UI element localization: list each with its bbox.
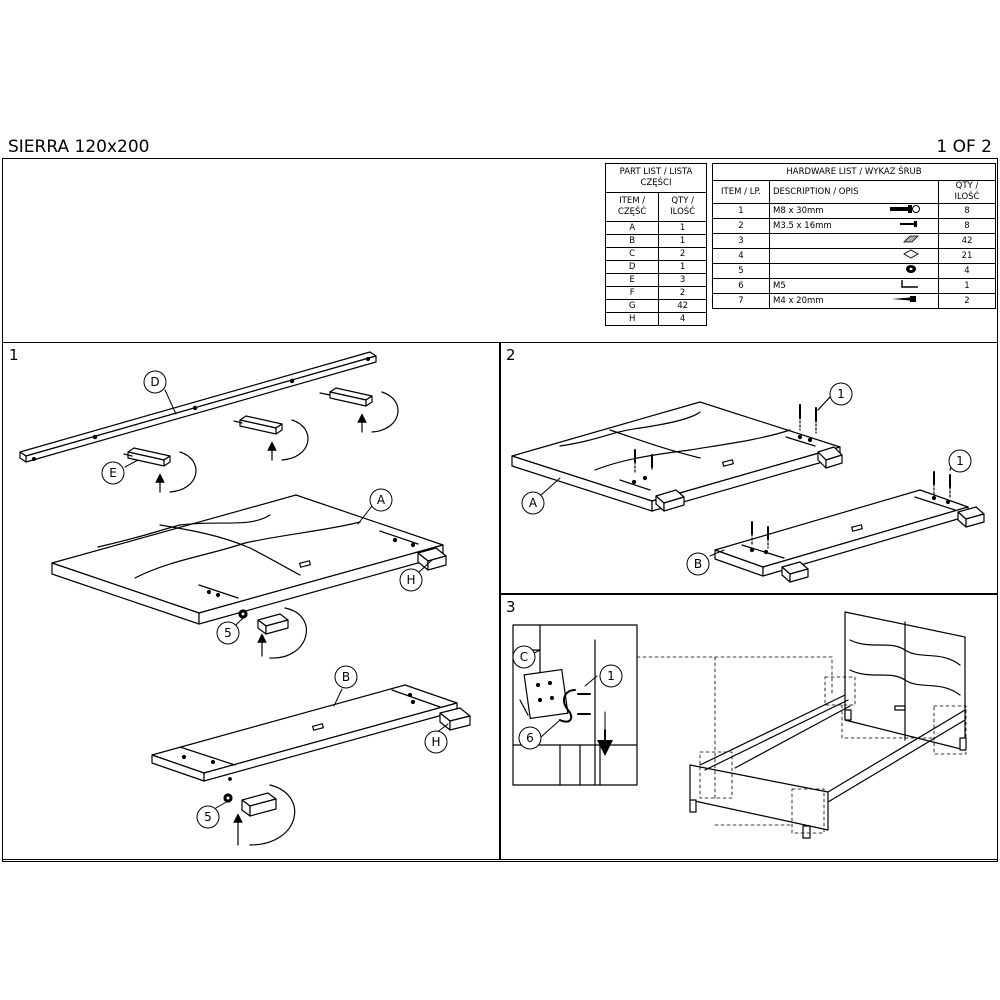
callout-5a: 5 [216,621,240,645]
hardware-list-table: HARDWARE LIST / WYKAZ ŚRUB ITEM / LP. DE… [712,163,996,309]
dashed-guides [636,656,967,834]
step-1-number: 1 [9,346,19,364]
callout-6: 6 [518,726,542,750]
step-3-panel [499,593,998,860]
callout-1b: 1 [948,449,972,473]
callout-5a-label: 5 [224,626,232,640]
bracket-e-1 [123,447,197,493]
callout-1a: 1 [829,382,853,406]
bracket-e-3 [319,387,399,433]
callout-e: E [101,461,125,485]
callout-e-label: E [109,466,117,480]
callout-b1-label: B [342,670,350,684]
step-3-number: 3 [506,598,516,616]
callout-1c-label: 1 [607,669,615,683]
callout-a2: A [521,491,545,515]
callout-1b-label: 1 [956,454,964,468]
table-row: 7 M4 x 20mm 2 [712,293,996,309]
hw-desc: M4 x 20mm [769,293,872,309]
headboard-panel-a [51,494,447,659]
callout-1a-label: 1 [837,387,845,401]
hw-item: 7 [712,293,770,309]
parts-col-qty: QTY / ILOŚĆ [658,192,707,222]
part-qty: 4 [658,312,707,326]
callout-1c: 1 [599,664,623,688]
callout-b2-label: B [694,557,702,571]
table-row: 4 21 [712,248,996,264]
callout-b1: B [334,665,358,689]
callout-c: C [512,645,536,669]
callout-5b: 5 [196,805,220,829]
parts-list-title: PART LIST / LISTA CZĘŚCI [605,163,707,193]
bracket-e-2 [233,415,309,461]
step2-panel-a [511,396,843,512]
table-row: 3 42 [712,233,996,249]
step-1-panel [2,342,501,860]
page-number: 1 OF 2 [936,137,992,157]
table-row: 2 M3.5 x 16mm 8 [712,218,996,234]
callout-c-label: C [520,650,528,664]
footboard-panel-b [151,684,471,846]
callout-a1: A [369,488,393,512]
callout-h1-label: H [406,573,415,587]
callout-h2: H [424,730,448,754]
table-row: 6 M5 1 [712,278,996,294]
parts-list-table: PART LIST / LISTA CZĘŚCI ITEM / CZĘŚĆ QT… [604,163,707,326]
table-row: 5 4 [712,263,996,279]
callout-6-label: 6 [526,731,534,745]
step-2-panel [499,342,998,595]
callout-5b-label: 5 [204,810,212,824]
callout-b2: B [686,552,710,576]
document-title: SIERRA 120x200 [8,137,150,157]
callout-a2-label: A [529,496,538,510]
wood-screw-icon [872,293,939,309]
hw-qty: 2 [938,293,996,309]
step2-panel-b [714,464,985,583]
callout-d-label: D [150,375,159,389]
step-2-number: 2 [506,346,516,364]
rail-d [19,351,377,463]
callout-h2-label: H [431,735,440,749]
hw-col-qty: QTY / ILOŚĆ [938,180,996,204]
callout-a1-label: A [377,493,386,507]
assembled-bed [689,611,967,839]
part-item: H [604,312,660,326]
callout-h1: H [399,568,423,592]
callout-d: D [143,370,167,394]
